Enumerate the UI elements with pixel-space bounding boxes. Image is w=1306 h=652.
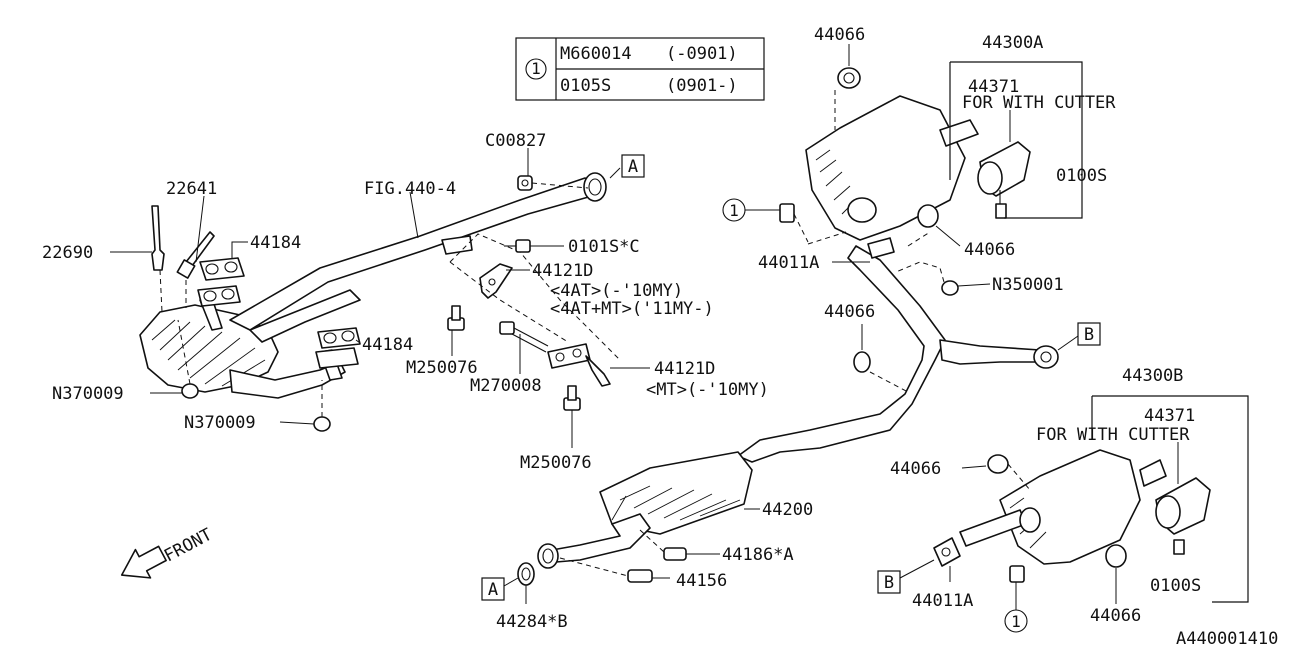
- ref-mark: 1: [531, 59, 541, 78]
- label-44011a-b: 44011A: [912, 591, 973, 611]
- label-front: FRONT: [161, 525, 216, 567]
- marker-a-box-1: [621, 154, 645, 178]
- label-note-mt: <MT>(-'10MY): [646, 380, 769, 400]
- label-22641: 22641: [166, 179, 217, 199]
- table-row-2-part: 0105S: [560, 76, 611, 96]
- label-m250076-a: M250076: [406, 358, 478, 378]
- bolt-m270008: [499, 321, 549, 353]
- front-exhaust-pipe: [139, 172, 607, 432]
- label-0101s-c: 0101S*C: [568, 237, 640, 257]
- ref-table: 1 M660014 (-0901) 0105S (0901-): [515, 37, 765, 101]
- label-for-with-cutter-b: FOR WITH CUTTER: [1036, 425, 1190, 445]
- label-n370009-b: N370009: [184, 413, 256, 433]
- label-for-with-cutter-a: FOR WITH CUTTER: [962, 93, 1116, 113]
- table-row-1-range: (-0901): [666, 44, 738, 64]
- label-0100s-a: 0100S: [1056, 166, 1107, 186]
- bolt-m250076-b: [563, 385, 581, 411]
- label-0100s-b: 0100S: [1150, 576, 1201, 596]
- center-pipe: [517, 245, 1059, 586]
- table-row-2-range: (0901-): [666, 76, 738, 96]
- bracket-44121d: [447, 233, 621, 411]
- label-44121d-b: 44121D: [654, 359, 715, 379]
- drawing-number: A440001410: [1176, 629, 1278, 649]
- label-44066-top: 44066: [814, 25, 865, 45]
- bolt-0101s: [504, 239, 531, 253]
- bolt-m250076-a: [447, 305, 465, 331]
- label-44121d-a: 44121D: [532, 261, 593, 281]
- label-44066-mid: 44066: [824, 302, 875, 322]
- label-44284-b: 44284*B: [496, 612, 568, 632]
- part-labels: C00827 FIG.440-4 22641 22690 44184 44184…: [42, 25, 1278, 649]
- label-44186-a: 44186*A: [722, 545, 794, 565]
- label-c00827: C00827: [485, 131, 546, 151]
- gasket-44184-top: [197, 257, 245, 307]
- marker-a-2: A: [488, 580, 498, 600]
- label-44200: 44200: [762, 500, 813, 520]
- label-note-4at: <4AT>(-'10MY): [550, 281, 683, 301]
- label-44156: 44156: [676, 571, 727, 591]
- label-44371-b: 44371: [1144, 406, 1195, 426]
- rear-muffler-b: [933, 449, 1211, 583]
- ref-circle-icon: [525, 58, 547, 80]
- label-44066-right: 44066: [964, 240, 1015, 260]
- ref-circle-b: 1: [1011, 612, 1021, 631]
- marker-b-2: B: [884, 573, 894, 593]
- gasket-44184-mid: [315, 327, 361, 369]
- marker-b-box-2: [877, 570, 901, 594]
- label-44300b: 44300B: [1122, 366, 1183, 386]
- label-44011a-a: 44011A: [758, 253, 819, 273]
- label-fig-440-4: FIG.440-4: [364, 179, 456, 199]
- marker-a-1: A: [628, 157, 638, 177]
- label-n370009-a: N370009: [52, 384, 124, 404]
- label-44300a: 44300A: [982, 33, 1043, 53]
- table-row-1-part: M660014: [560, 44, 632, 64]
- label-44066-low: 44066: [890, 459, 941, 479]
- label-note-4at-mt: <4AT+MT>('11MY-): [550, 299, 714, 319]
- label-m250076-b: M250076: [520, 453, 592, 473]
- marker-a-box-2: [481, 577, 505, 601]
- callouts: A A B B 1 1: [110, 44, 1249, 633]
- label-44371-a: 44371: [968, 77, 1019, 97]
- label-m270008: M270008: [470, 376, 542, 396]
- ref-circle-a: 1: [729, 201, 739, 220]
- label-22690: 22690: [42, 243, 93, 263]
- label-44066-bot: 44066: [1090, 606, 1141, 626]
- marker-b-box-1: [1077, 322, 1101, 346]
- label-44184-top: 44184: [250, 233, 301, 253]
- rear-muffler-a: [779, 67, 1031, 296]
- label-n350001: N350001: [992, 275, 1064, 295]
- front-arrow-icon: [120, 545, 167, 579]
- marker-b-1: B: [1084, 325, 1094, 345]
- label-44184-mid: 44184: [362, 335, 413, 355]
